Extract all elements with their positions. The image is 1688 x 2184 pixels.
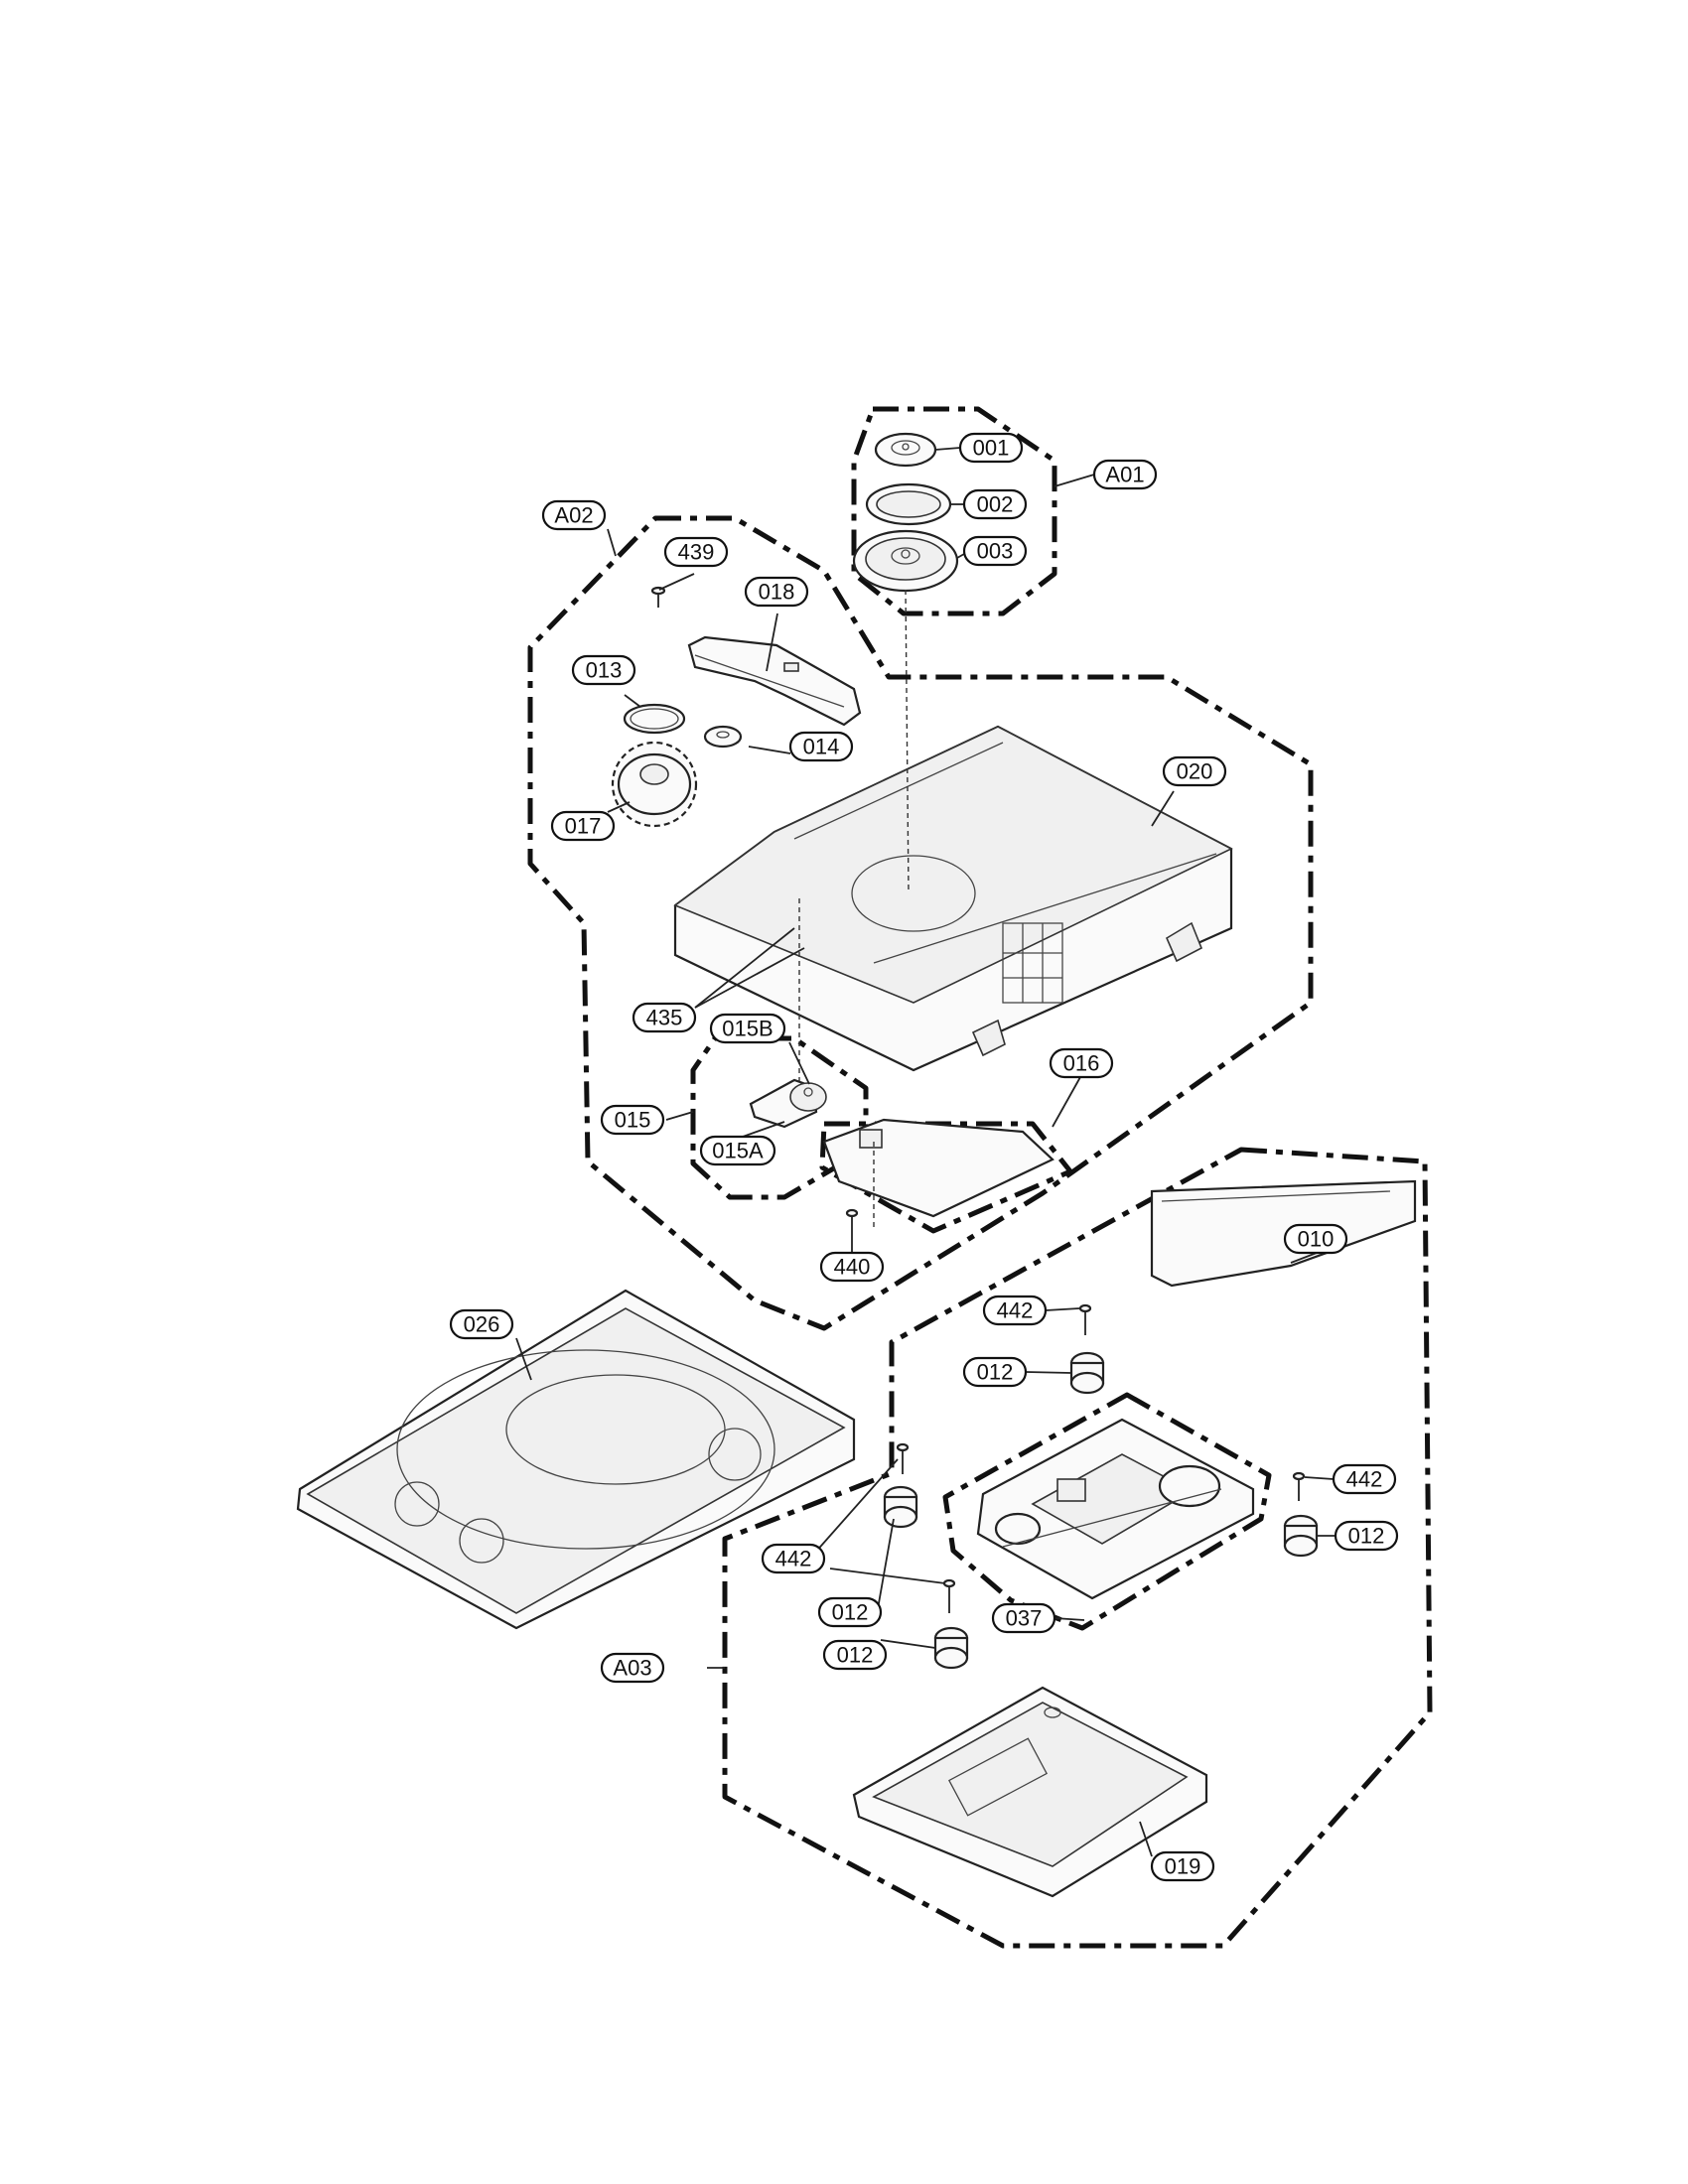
svg-text:001: 001 — [973, 436, 1010, 461]
svg-text:002: 002 — [977, 492, 1014, 517]
assembly-a01-outline — [851, 406, 1057, 616]
svg-text:014: 014 — [803, 735, 840, 759]
callout-018: 018 — [744, 576, 809, 608]
svg-text:435: 435 — [646, 1006, 683, 1030]
callout-012-right: 012 — [1334, 1520, 1399, 1552]
part-026-tray — [296, 1289, 856, 1630]
callout-a02: A02 — [541, 499, 607, 531]
svg-text:016: 016 — [1063, 1051, 1100, 1076]
part-037-pickup — [976, 1418, 1255, 1600]
part-019-frame — [852, 1686, 1208, 1898]
assembly-a03-outline — [722, 1147, 1433, 1949]
callout-442-left: 442 — [761, 1543, 826, 1574]
svg-text:018: 018 — [759, 580, 795, 605]
part-016-board — [822, 1118, 1055, 1231]
part-442-screw-c — [1292, 1471, 1306, 1501]
svg-text:442: 442 — [1346, 1467, 1383, 1492]
callout-442-top: 442 — [982, 1295, 1048, 1326]
callout-002: 002 — [962, 488, 1028, 520]
part-439-screw — [650, 586, 666, 608]
svg-text:010: 010 — [1298, 1227, 1335, 1252]
part-012-damper-d — [933, 1626, 969, 1670]
callout-037: 037 — [991, 1602, 1056, 1634]
part-003-drawing — [852, 529, 959, 593]
part-440-screw — [845, 1208, 859, 1243]
svg-text:012: 012 — [837, 1643, 874, 1668]
svg-text:013: 013 — [586, 658, 623, 683]
svg-text:A02: A02 — [554, 503, 593, 528]
part-442-screw-d — [942, 1578, 956, 1613]
svg-text:015B: 015B — [722, 1017, 773, 1041]
svg-text:015: 015 — [615, 1108, 651, 1133]
svg-text:012: 012 — [977, 1360, 1014, 1385]
callout-015a: 015A — [699, 1135, 776, 1166]
part-020-chassis — [673, 589, 1233, 1072]
callout-440: 440 — [819, 1251, 885, 1283]
part-012-damper-c — [1283, 1514, 1319, 1558]
svg-text:439: 439 — [678, 540, 715, 565]
callout-017: 017 — [550, 810, 616, 842]
svg-text:442: 442 — [997, 1298, 1034, 1323]
callout-a03: A03 — [600, 1652, 665, 1684]
callout-015b: 015B — [709, 1013, 786, 1044]
callout-013: 013 — [571, 654, 636, 686]
callout-a01: A01 — [1092, 459, 1158, 490]
svg-text:019: 019 — [1165, 1854, 1201, 1879]
svg-text:020: 020 — [1177, 759, 1213, 784]
callout-019: 019 — [1150, 1850, 1215, 1882]
callout-442-right: 442 — [1332, 1463, 1397, 1495]
part-018-lever — [687, 635, 862, 727]
part-435-screws — [694, 898, 805, 1092]
callout-001: 001 — [958, 432, 1024, 464]
callout-010: 010 — [1283, 1223, 1348, 1255]
assembly-a02-outline — [527, 515, 1314, 1331]
svg-text:037: 037 — [1006, 1606, 1043, 1631]
callout-020: 020 — [1162, 755, 1227, 787]
part-442-screw-a — [1078, 1303, 1092, 1335]
svg-text:026: 026 — [464, 1312, 500, 1337]
leader-lines — [515, 447, 1336, 1857]
part-002-drawing — [865, 482, 952, 526]
callout-015: 015 — [600, 1104, 665, 1136]
part-001-drawing — [874, 432, 937, 468]
callout-003: 003 — [962, 535, 1028, 567]
part-015-motor — [749, 1078, 827, 1129]
callout-016: 016 — [1049, 1047, 1114, 1079]
callout-026: 026 — [449, 1308, 514, 1340]
svg-text:440: 440 — [834, 1255, 871, 1280]
svg-text:442: 442 — [775, 1547, 812, 1571]
svg-text:017: 017 — [565, 814, 602, 839]
part-010-cable — [1150, 1179, 1417, 1288]
part-012-damper-b — [883, 1485, 918, 1529]
assembly-037-outline — [942, 1392, 1272, 1631]
part-012-damper-a — [1069, 1351, 1105, 1395]
callout-012-bottom: 012 — [822, 1639, 888, 1671]
svg-text:012: 012 — [832, 1600, 869, 1625]
part-442-screw-b — [896, 1442, 910, 1474]
callout-435: 435 — [632, 1002, 697, 1033]
svg-text:015A: 015A — [712, 1139, 764, 1163]
svg-text:A03: A03 — [613, 1656, 651, 1681]
part-013-belt — [623, 703, 686, 735]
svg-text:003: 003 — [977, 539, 1014, 564]
callout-439: 439 — [663, 536, 729, 568]
assembly-015-outline — [690, 1035, 869, 1200]
assembly-016-outline — [819, 1121, 1073, 1234]
part-014-pulley — [703, 725, 743, 749]
svg-text:A01: A01 — [1105, 463, 1144, 487]
callout-014: 014 — [788, 731, 854, 762]
callout-012-left: 012 — [817, 1596, 883, 1628]
svg-text:012: 012 — [1348, 1524, 1385, 1549]
callout-012-top: 012 — [962, 1356, 1028, 1388]
part-017-gear — [611, 741, 698, 828]
